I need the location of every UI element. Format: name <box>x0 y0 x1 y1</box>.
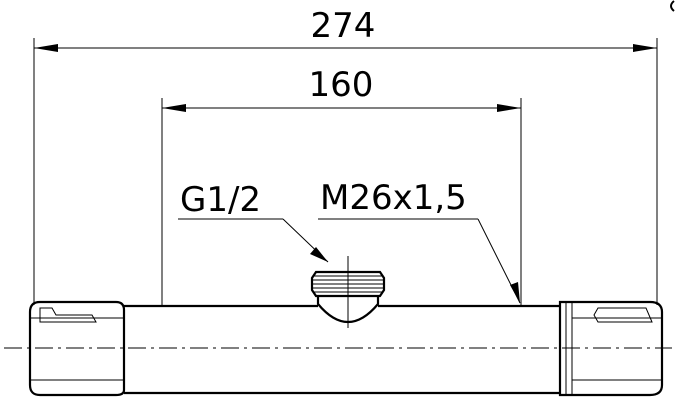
inlet-thread-label: M26x1,5 <box>320 178 467 218</box>
arrowhead-inlet-left <box>162 104 186 112</box>
outlet-thread-label: G1/2 <box>180 180 261 220</box>
inlet-spacing-dimension: 160 <box>161 65 522 305</box>
arrowhead-inlet-right <box>497 104 521 112</box>
outlet-thread-callout: G1/2 <box>178 180 329 263</box>
inlet-spacing-label: 160 <box>309 65 374 105</box>
right-grip <box>593 307 653 323</box>
corner-mark-icon <box>670 0 675 12</box>
arrowhead-right <box>633 44 657 52</box>
inlet-thread-callout: M26x1,5 <box>318 178 521 304</box>
right-end-cap <box>558 300 664 397</box>
outlet-leader-arrow <box>310 247 328 262</box>
overall-length-dimension: 274 <box>33 6 658 305</box>
thread-outline <box>310 270 386 298</box>
inlet-leader-arrow <box>510 282 520 303</box>
left-end-cap <box>28 300 126 397</box>
left-grip <box>39 307 97 323</box>
arrowhead-left <box>34 44 58 52</box>
overall-length-label: 274 <box>311 6 376 46</box>
outlet-thread-stub <box>310 256 386 328</box>
